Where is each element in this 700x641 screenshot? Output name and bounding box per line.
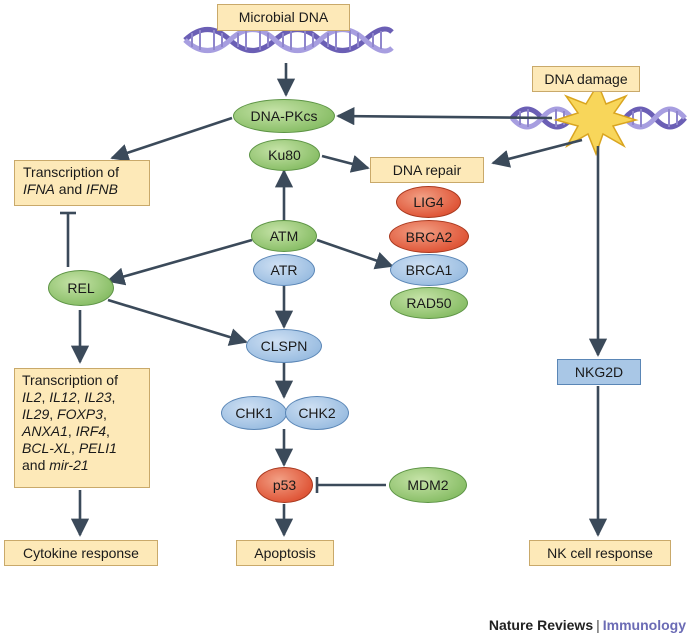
ifn-transcription-box: Transcription of IFNA and IFNB <box>14 160 150 206</box>
ifn-box-line1: Transcription of <box>23 164 119 180</box>
gene-il29: IL29 <box>22 406 50 422</box>
mdm2-node: MDM2 <box>389 467 467 503</box>
lig4-node: LIG4 <box>396 186 461 218</box>
cytokine-response-box: Cytokine response <box>4 540 158 566</box>
gene-irf4: IRF4 <box>75 423 107 439</box>
arrow-dnapkcs-ifn <box>110 116 233 162</box>
arrow-atm-brca1 <box>316 238 394 270</box>
tx-and: and <box>22 457 50 473</box>
gene-anxa1: ANXA1 <box>22 423 68 439</box>
gene-bclxl: BCL-XL <box>22 440 72 456</box>
arrow-damage-dnarepair <box>491 138 583 168</box>
rel-node: REL <box>48 270 114 306</box>
arrow-damage-dnapkcs <box>336 107 553 126</box>
tx-box-line4: ANXA1, IRF4, <box>22 423 110 439</box>
dna-damage-box: DNA damage <box>532 66 640 92</box>
gene-mir21: mir-21 <box>49 457 89 473</box>
gene-il2: IL2 <box>22 389 42 405</box>
microbial-dna-box: Microbial DNA <box>217 4 350 31</box>
arrow-ku80-dnarepair <box>321 154 370 173</box>
gene-il12: IL12 <box>49 389 77 405</box>
tx-sep: , <box>67 423 76 439</box>
ifn-box-and: and <box>54 181 87 197</box>
brca2-node: BRCA2 <box>389 220 469 253</box>
gene-peli1: PELI1 <box>78 440 117 456</box>
journal-name: Immunology <box>602 617 686 633</box>
chk1-node: CHK1 <box>221 396 287 430</box>
tx-sep: , <box>76 389 85 405</box>
tx-sep: , <box>41 389 50 405</box>
ku80-node: Ku80 <box>249 139 320 171</box>
dna-repair-box: DNA repair <box>370 157 484 183</box>
tx-box-line6: and mir-21 <box>22 457 142 474</box>
chk2-node: CHK2 <box>285 396 349 430</box>
tx-sep: , <box>49 406 58 422</box>
inhibit-mdm2-p53 <box>315 477 386 493</box>
tx-box-line3: IL29, FOXP3, <box>22 406 107 422</box>
damage-burst-icon <box>553 82 639 157</box>
gene-il23: IL23 <box>84 389 112 405</box>
atm-node: ATM <box>251 220 317 252</box>
publisher-name: Nature Reviews <box>488 617 594 633</box>
apoptosis-box: Apoptosis <box>236 540 334 566</box>
credit-separator: | <box>596 617 600 633</box>
journal-credit: Nature Reviews|Immunology <box>489 617 686 633</box>
gene-foxp3: FOXP3 <box>57 406 103 422</box>
gene-ifnb: IFNB <box>86 181 118 197</box>
microbial-dna-helix-icon <box>183 26 394 54</box>
nk-cell-response-box: NK cell response <box>529 540 671 566</box>
arrow-rel-clspn <box>107 298 248 346</box>
tx-sep: , <box>71 440 79 456</box>
clspn-node: CLSPN <box>246 329 322 363</box>
tx-box-line2: IL2, IL12, IL23, <box>22 389 116 405</box>
ifn-box-line2: IFNA and IFNB <box>23 181 141 198</box>
cytokine-transcription-box: Transcription of IL2, IL12, IL23, IL29, … <box>14 368 150 488</box>
rad50-node: RAD50 <box>390 287 468 319</box>
brca1-node: BRCA1 <box>390 254 468 286</box>
tx-box-line1: Transcription of <box>22 372 118 388</box>
nkg2d-box: NKG2D <box>557 359 641 385</box>
gene-ifna: IFNA <box>23 181 55 197</box>
atr-node: ATR <box>253 254 315 286</box>
arrow-atm-rel <box>106 238 253 286</box>
p53-node: p53 <box>256 467 313 503</box>
dna-pkcs-node: DNA-PKcs <box>233 99 335 133</box>
tx-box-line5: BCL-XL, PELI1 <box>22 440 142 457</box>
inhibit-rel-ifn <box>60 211 76 267</box>
